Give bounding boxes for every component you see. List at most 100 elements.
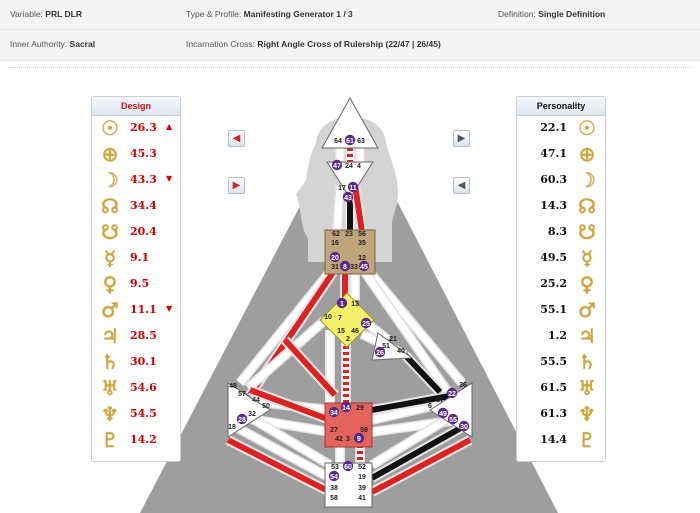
info-row-2: Inner Authority: Sacral Incarnation Cros…: [0, 30, 700, 59]
gate-number: 37: [436, 397, 444, 404]
gate-number: 4: [357, 163, 361, 170]
channel-design: [370, 437, 472, 495]
arrow-right-icon: ▶: [232, 180, 241, 191]
design-gate-value: 30.1: [130, 355, 157, 368]
pluto-icon: ♇: [101, 428, 119, 452]
earth-icon: ⊕: [578, 142, 596, 166]
uranus-icon: ♅: [578, 376, 596, 400]
design-gate-value: 26.3: [130, 121, 157, 134]
gate-highlight: [339, 260, 351, 272]
mars-icon: ♂: [578, 298, 596, 322]
sun-icon: ☉: [578, 116, 596, 140]
gate-number: 43: [344, 195, 352, 202]
personality-gate-value: 1.2: [547, 329, 567, 342]
gate-number: 9: [357, 436, 361, 443]
gate-number: 63: [357, 138, 365, 145]
design-row: ♃28.5: [92, 324, 180, 350]
personality-row: ☿49.5: [517, 246, 605, 272]
gate-number: 49: [439, 411, 447, 418]
design-gate-value: 9.5: [130, 277, 150, 290]
info-row-1: Variable: PRL DLR Type & Profile: Manife…: [0, 0, 700, 30]
channels: [225, 148, 473, 497]
gate-number: 36: [459, 382, 467, 389]
gate-highlight: [328, 406, 340, 418]
definition-value: Single Definition: [538, 9, 606, 19]
gate-number: 27: [330, 427, 338, 434]
ajna-center: [326, 161, 374, 199]
gate-number: 28: [238, 417, 246, 424]
type-profile-value: Manifesting Generator 1 / 3: [243, 9, 353, 19]
gate-number: 24: [345, 163, 353, 170]
personality-row: ⊕47.1: [517, 142, 605, 168]
incarnation-cross-value: Right Angle Cross of Rulership (22/47 | …: [257, 39, 441, 49]
gate-highlight: [342, 191, 354, 203]
design-gate-value: 43.3: [130, 173, 157, 186]
moon-icon: ☽: [101, 168, 119, 192]
gate-number: 7: [338, 315, 342, 322]
gate-number: 3: [346, 436, 350, 443]
channel-design: [226, 437, 332, 495]
personality-row: ☉22.1: [517, 116, 605, 142]
gate-highlight: [446, 387, 458, 399]
gate-number: 13: [351, 301, 359, 308]
exalted-icon: ▲: [166, 121, 173, 131]
g-center: [319, 292, 375, 348]
gate-number: 50: [262, 403, 270, 410]
gate-number: 6: [428, 403, 432, 410]
authority-value: Sacral: [69, 39, 96, 49]
design-row: ☊34.4: [92, 194, 180, 220]
gate-number: 51: [382, 343, 390, 350]
personality-gate-value: 55.1: [540, 303, 567, 316]
design-prev-button[interactable]: ◀: [228, 130, 245, 147]
gate-number: 41: [358, 495, 366, 502]
gate-number: 56: [358, 231, 366, 238]
gate-highlight: [336, 297, 348, 309]
personality-next-button[interactable]: ▶: [453, 130, 470, 147]
design-gate-value: 11.1: [130, 303, 157, 316]
gate-number: 47: [333, 163, 341, 170]
gate-number: 45: [360, 264, 368, 271]
gate-number: 26: [376, 350, 384, 357]
channel-inner: [359, 266, 453, 397]
channel-design: [282, 337, 338, 398]
personality-row: ♆61.3: [517, 402, 605, 428]
channel-inner: [245, 317, 328, 391]
chart-info-header: Variable: PRL DLR Type & Profile: Manife…: [0, 0, 700, 61]
design-row: ♆54.5: [92, 402, 180, 428]
design-row: ♄30.1: [92, 350, 180, 376]
gate-number: 30: [460, 424, 468, 431]
personality-gate-value: 14.3: [540, 199, 567, 212]
jupiter-icon: ♃: [578, 324, 596, 348]
personality-row: ☊14.3: [517, 194, 605, 220]
design-row: ☿9.1: [92, 246, 180, 272]
gate-number: 25: [362, 321, 370, 328]
gate-highlight: [458, 420, 470, 432]
gate-number: 39: [358, 485, 366, 492]
channel-inner: [363, 265, 465, 386]
gate-number: 48: [229, 383, 237, 390]
design-next-button[interactable]: ▶: [228, 177, 245, 194]
gate-number: 34: [330, 410, 338, 417]
design-title: Design: [92, 97, 180, 116]
channel-personality: [371, 392, 456, 413]
gate-number: 35: [358, 240, 366, 247]
earth-icon: ⊕: [101, 142, 119, 166]
design-gate-value: 34.4: [130, 199, 157, 212]
jupiter-icon: ♃: [101, 324, 119, 348]
arrow-left-icon: ◀: [232, 133, 241, 144]
venus-icon: ♀: [102, 272, 118, 296]
gate-number: 19: [358, 474, 366, 481]
personality-gate-value: 61.5: [540, 381, 567, 394]
channel-design: [248, 387, 332, 423]
design-row: ☽43.3▼: [92, 168, 180, 194]
channel-inner: [230, 421, 332, 482]
personality-row: ♇14.4: [517, 428, 605, 454]
personality-row: ♂ 55.1: [517, 298, 605, 324]
head-center: [321, 96, 379, 149]
gate-number: 22: [448, 391, 456, 398]
gate-highlight: [342, 460, 354, 472]
personality-prev-button[interactable]: ◀: [453, 177, 470, 194]
gate-number: 11: [349, 185, 357, 192]
spleen-center: [227, 382, 271, 438]
